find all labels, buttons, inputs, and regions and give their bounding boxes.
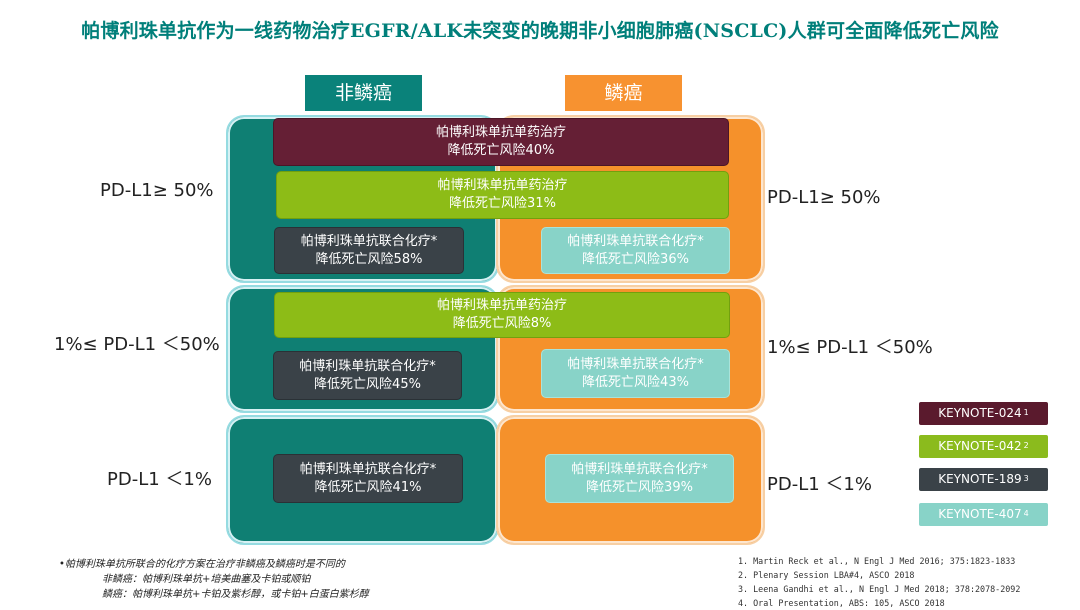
monotherapy-box-line2: 降低死亡风险8% (452, 316, 552, 331)
combo-box-non-squamous-high: 帕博利珠单抗联合化疗* 降低死亡风险58% (274, 227, 464, 274)
references: 1. Martin Reck et al., N Engl J Med 2016… (738, 554, 1068, 610)
header-non-squamous: 非鳞癌 (305, 75, 422, 111)
combo-box-squamous-low: 帕博利珠单抗联合化疗* 降低死亡风险39% (545, 454, 734, 503)
combo-box-line2: 降低死亡风险45% (314, 376, 421, 392)
legend-superscript: 1 (1023, 408, 1029, 417)
legend-label: KEYNOTE-024 (938, 406, 1022, 420)
row-label-left-high: PD-L1≥ 50% (100, 180, 214, 201)
footnote-line: 非鳞癌：帕博利珠单抗+培美曲塞及卡铂或顺铂 (102, 574, 311, 585)
reference-line: 2. Plenary Session LBA#4, ASCO 2018 (738, 570, 915, 580)
combo-box-line2: 降低死亡风险36% (582, 251, 689, 267)
reference-line: 3. Leena Gandhi et al., N Engl J Med 201… (738, 584, 1021, 594)
combo-box-line2: 降低死亡风险43% (582, 374, 689, 390)
monotherapy-box-line1: 帕博利珠单抗单药治疗 (436, 298, 567, 313)
combo-box-line1: 帕博利珠单抗联合化疗* (567, 356, 704, 372)
row-label-left-mid: 1%≤ PD-L1 ＜50% (54, 334, 220, 355)
monotherapy-box-line2: 降低死亡风险31% (449, 196, 556, 211)
monotherapy-box-high-maroon: 帕博利珠单抗单药治疗 降低死亡风险40% (273, 118, 729, 166)
legend-superscript: 2 (1023, 441, 1029, 450)
combo-box-line1: 帕博利珠单抗联合化疗* (299, 358, 436, 374)
monotherapy-box-mid-green: 帕博利珠单抗单药治疗 降低死亡风险8% (274, 292, 730, 338)
monotherapy-box-high-green: 帕博利珠单抗单药治疗 降低死亡风险31% (276, 171, 729, 219)
combo-box-line2: 降低死亡风险39% (586, 479, 693, 495)
combo-box-line1: 帕博利珠单抗联合化疗* (300, 233, 438, 249)
row-label-right-low: PD-L1 ＜1% (767, 474, 872, 495)
combo-box-line2: 降低死亡风险41% (314, 479, 422, 495)
combo-box-non-squamous-mid: 帕博利珠单抗联合化疗* 降低死亡风险45% (273, 351, 462, 400)
legend-label: KEYNOTE-042 (938, 439, 1022, 453)
combo-box-line1: 帕博利珠单抗联合化疗* (567, 233, 704, 249)
combo-box-line1: 帕博利珠单抗联合化疗* (571, 461, 708, 477)
legend-label: KEYNOTE-407 (938, 507, 1022, 521)
legend-label: KEYNOTE-189 (938, 472, 1022, 486)
combo-box-squamous-mid: 帕博利珠单抗联合化疗* 降低死亡风险43% (541, 349, 730, 398)
header-squamous: 鳞癌 (565, 75, 682, 111)
combo-box-line1: 帕博利珠单抗联合化疗* (299, 461, 437, 477)
reference-line: 1. Martin Reck et al., N Engl J Med 2016… (738, 556, 1016, 566)
row-label-right-mid: 1%≤ PD-L1 ＜50% (767, 337, 933, 358)
footnote: •帕博利珠单抗所联合的化疗方案在治疗非鳞癌及鳞癌时是不同的 非鳞癌：帕博利珠单抗… (59, 557, 529, 602)
monotherapy-box-line1: 帕博利珠单抗单药治疗 (437, 178, 568, 193)
reference-line: 4. Oral Presentation, ABS: 105, ASCO 201… (738, 598, 945, 608)
row-label-right-high: PD-L1≥ 50% (767, 187, 881, 208)
combo-box-non-squamous-low: 帕博利珠单抗联合化疗* 降低死亡风险41% (273, 454, 463, 503)
combo-box-squamous-high: 帕博利珠单抗联合化疗* 降低死亡风险36% (541, 227, 730, 274)
page-title: 帕博利珠单抗作为一线药物治疗EGFR/ALK未突变的晚期非小细胞肺癌(NSCLC… (81, 20, 999, 42)
monotherapy-box-line1: 帕博利珠单抗单药治疗 (435, 125, 566, 140)
monotherapy-box-line2: 降低死亡风险40% (447, 143, 555, 158)
footnote-line: 鳞癌：帕博利珠单抗+卡铂及紫杉醇，或卡铂+白蛋白紫杉醇 (102, 589, 369, 600)
footnote-line: •帕博利珠单抗所联合的化疗方案在治疗非鳞癌及鳞癌时是不同的 (59, 559, 345, 570)
legend-superscript: 4 (1023, 509, 1029, 518)
row-label-left-low: PD-L1 ＜1% (107, 469, 212, 490)
legend-superscript: 3 (1023, 474, 1029, 483)
combo-box-line2: 降低死亡风险58% (315, 251, 423, 267)
